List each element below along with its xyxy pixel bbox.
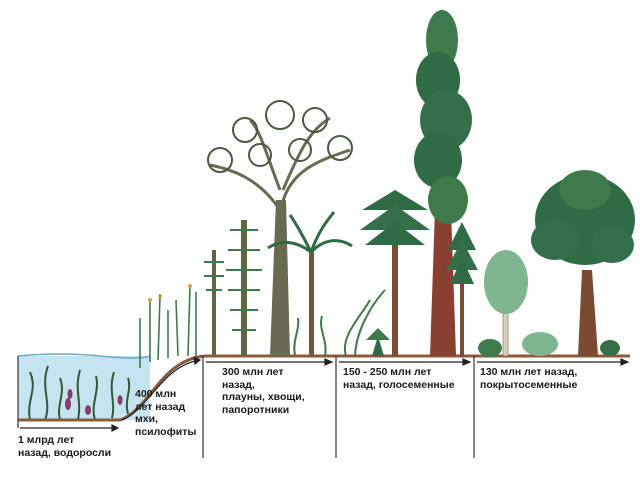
era-label-gymnosperms: 150 - 250 млн лет назад, голосеменные	[343, 366, 455, 391]
psilophytes	[139, 285, 197, 368]
pine-tree	[446, 222, 478, 356]
sea-area	[17, 353, 151, 420]
era-arrows	[20, 355, 630, 432]
era-label-ferns: 300 млн лет назад, плауны, хвощи, папоро…	[222, 366, 305, 416]
era-label-mosses: 400 млн лет назад мхи, псилофиты	[135, 388, 197, 438]
era-label-angiosperms: 130 млн лет назад, покрытосеменные	[480, 366, 578, 391]
sequoia-tree	[414, 10, 472, 356]
calamites-tree	[226, 220, 262, 356]
era-label-algae: 1 млрд лет назад, водоросли	[18, 434, 112, 459]
algae-red	[65, 389, 123, 415]
psilophyte-tips	[148, 284, 192, 302]
oak-tree	[531, 170, 635, 356]
birch-tree	[484, 250, 528, 357]
small-horsetail	[204, 250, 224, 356]
lepidodendron-tree	[207, 100, 353, 356]
low-ferns	[293, 289, 386, 357]
shrubs	[478, 332, 620, 357]
cycad	[366, 328, 390, 356]
tree-fern	[267, 211, 353, 356]
araucaria-tree	[360, 190, 430, 356]
era-dividers	[17, 356, 475, 458]
ground-line	[18, 354, 630, 422]
algae-plants	[28, 365, 131, 421]
